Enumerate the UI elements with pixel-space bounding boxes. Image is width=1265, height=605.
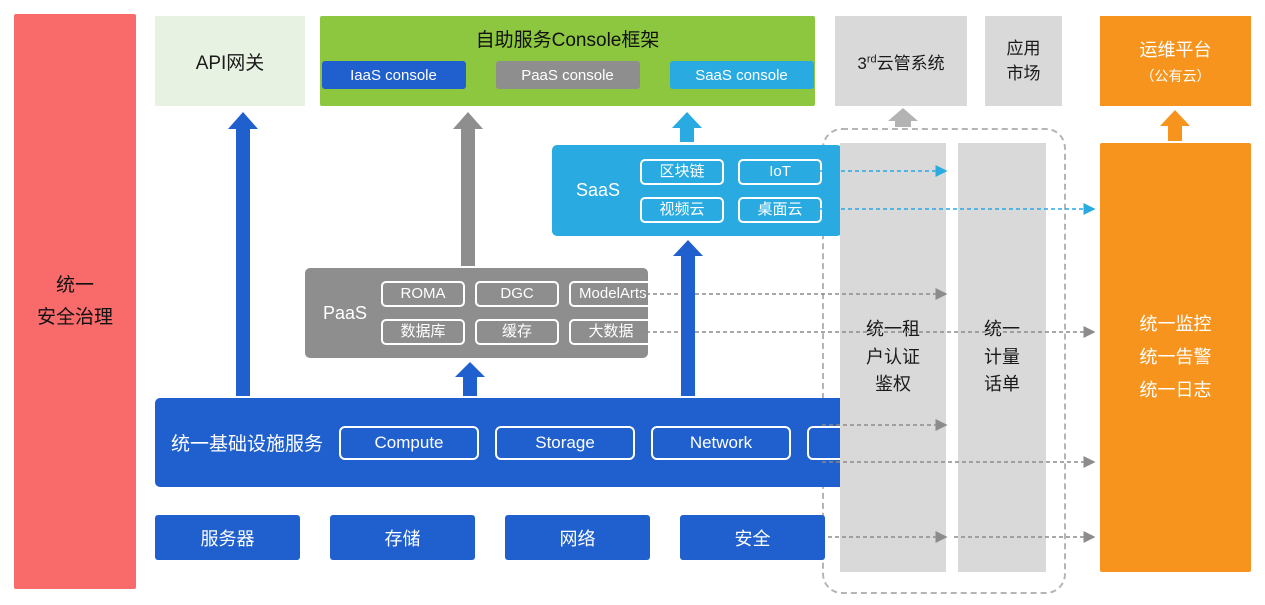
- tenant-auth-bar: 统一租 户认证 鉴权: [840, 143, 946, 572]
- saas-service-blockchain: 区块链: [640, 158, 725, 185]
- third-party-superscript: rd: [866, 52, 877, 65]
- hw-storage-box: 存储: [330, 515, 475, 560]
- saas-service-video-cloud: 视频云: [640, 196, 725, 223]
- metering-billing-bar: 统一 计量 话单: [958, 143, 1046, 572]
- iaas-to-saas-arrow: [673, 240, 703, 396]
- console-chip-row: IaaS console PaaS console SaaS console: [320, 61, 815, 89]
- iaas-service-network: Network: [651, 425, 792, 460]
- om-platform-title: 运维平台: [1139, 40, 1212, 60]
- monitor-alarm-log-pillar: 统一监控 统一告警 统一日志: [1100, 143, 1251, 572]
- api-gateway-box: API网关: [155, 16, 305, 106]
- paas-to-console-arrow: [453, 112, 483, 266]
- hw-network-box: 网络: [505, 515, 650, 560]
- app-market-box: 应用 市场: [985, 16, 1062, 106]
- paas-service-bigdata: 大数据: [569, 319, 654, 345]
- third-party-cloud-mgmt-label: 3rd云管系统: [857, 52, 945, 73]
- iaas-to-paas-arrow: [455, 362, 485, 396]
- third-party-cloud-mgmt-box: 3rd云管系统: [835, 16, 967, 106]
- iaas-layer-box: 统一基础设施服务 Compute Storage Network CCE: [155, 398, 948, 487]
- paas-console-chip: PaaS console: [495, 61, 640, 89]
- iaas-service-compute: Compute: [339, 425, 480, 460]
- saas-service-desktop-cloud: 桌面云: [738, 196, 823, 223]
- paas-service-database: 数据库: [381, 319, 466, 345]
- hw-server-box: 服务器: [155, 515, 300, 560]
- om-platform-subtitle: （公有云）: [1140, 68, 1211, 84]
- paas-service-dgc: DGC: [475, 281, 560, 307]
- saas-services-grid: 区块链 IoT 视频云 桌面云: [640, 158, 823, 223]
- console-framework-title: 自助服务Console框架: [475, 30, 660, 51]
- panel-to-third-party-arrow: [888, 108, 918, 127]
- tenant-services-dashed-container: [822, 128, 1066, 594]
- paas-services-grid: ROMA DGC ModelArts 数据库 缓存 大数据: [381, 281, 654, 345]
- iaas-service-storage: Storage: [495, 425, 636, 460]
- om-platform-box: 运维平台 （公有云）: [1100, 16, 1251, 106]
- iaas-console-chip: IaaS console: [321, 61, 466, 89]
- monitor-to-om-platform-arrow: [1160, 110, 1190, 141]
- paas-layer-box: PaaS ROMA DGC ModelArts 数据库 缓存 大数据: [305, 268, 654, 358]
- console-framework-box: 自助服务Console框架 IaaS console PaaS console …: [320, 16, 815, 106]
- iaas-layer-label: 统一基础设施服务: [171, 434, 324, 455]
- saas-service-iot: IoT: [738, 158, 823, 185]
- hw-security-box: 安全: [680, 515, 825, 560]
- saas-layer-label: SaaS: [576, 180, 621, 200]
- saas-layer-box: SaaS 区块链 IoT 视频云 桌面云: [552, 145, 842, 236]
- iaas-to-api-gateway-arrow: [228, 112, 258, 396]
- paas-service-cache: 缓存: [475, 319, 560, 345]
- security-governance-pillar: 统一 安全治理: [14, 14, 136, 589]
- paas-service-modelarts: ModelArts: [569, 281, 654, 307]
- paas-service-roma: ROMA: [381, 281, 466, 307]
- paas-layer-label: PaaS: [323, 302, 368, 323]
- saas-console-chip: SaaS console: [669, 61, 814, 89]
- saas-to-console-arrow: [672, 112, 702, 142]
